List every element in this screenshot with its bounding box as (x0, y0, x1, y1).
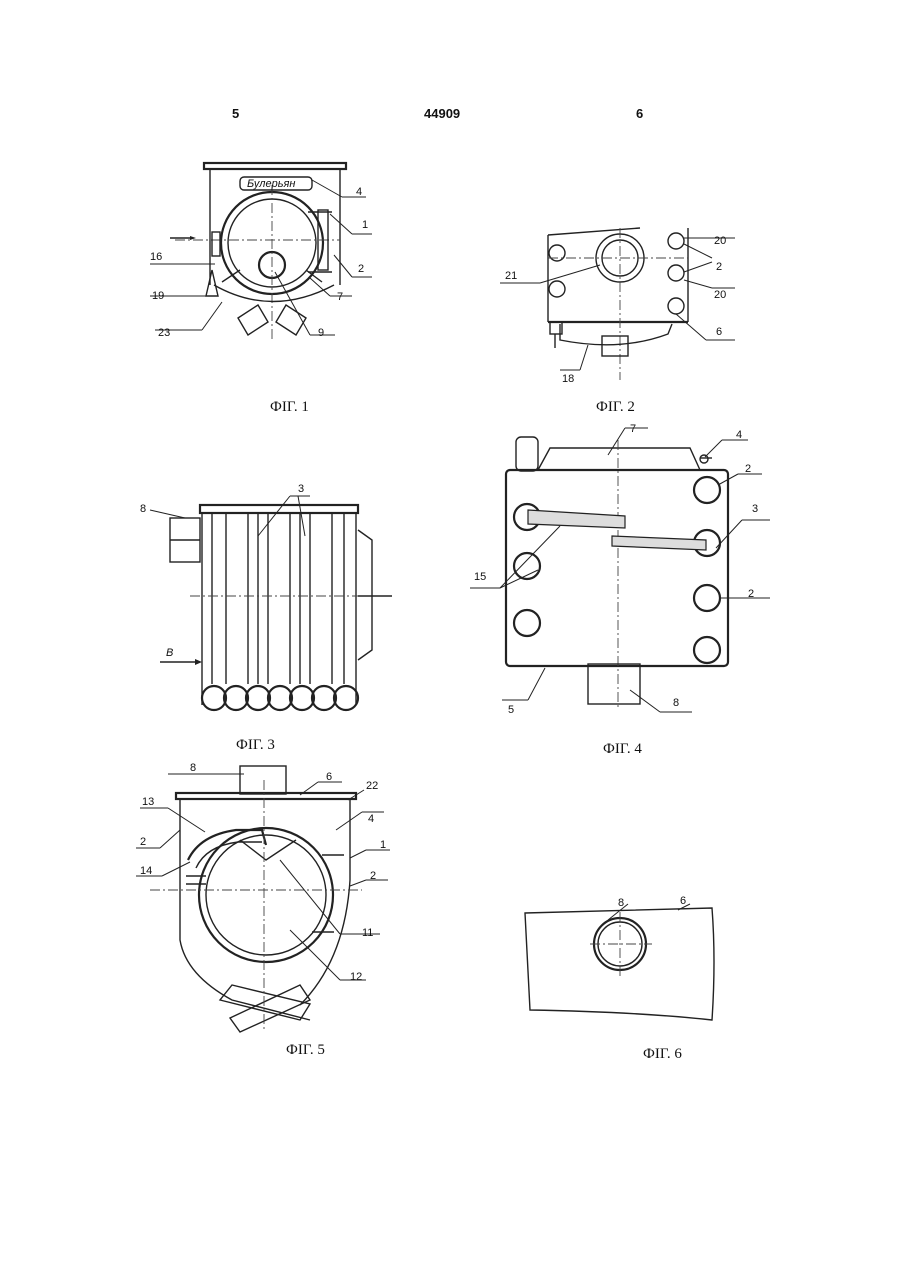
figure-1-caption: ФІГ. 1 (270, 399, 309, 416)
fig1-label: 1 (362, 219, 368, 231)
view-label-b: В (166, 647, 173, 659)
figure-4-drawing: 7 4 2 3 15 2 5 8 (470, 423, 770, 716)
fig5-label: 12 (350, 971, 362, 983)
fig4-label: 8 (673, 697, 679, 709)
fig5-label: 14 (140, 865, 152, 877)
fig1-label: 2 (358, 263, 364, 275)
fig5-label: 8 (190, 762, 196, 774)
fig1-label: 23 (158, 327, 170, 339)
fig6-label: 8 (618, 897, 624, 909)
figure-3-drawing: В 8 3 (140, 483, 392, 710)
fig3-label: 8 (140, 503, 146, 515)
fig5-label: 2 (370, 870, 376, 882)
figure-2-drawing: 20 2 21 20 6 18 (500, 228, 735, 385)
fig2-label: 21 (505, 270, 517, 282)
fig1-label: 7 (337, 291, 343, 303)
fig5-label: 1 (380, 839, 386, 851)
fig4-label: 5 (508, 704, 514, 716)
fig4-label: 4 (736, 429, 742, 441)
figure-6-caption: ФІГ. 6 (643, 1046, 682, 1063)
fig4-label: 2 (745, 463, 751, 475)
figure-3-caption: ФІГ. 3 (236, 737, 275, 754)
fig4-label: 7 (630, 423, 636, 435)
logo-text: Булерьян (247, 178, 295, 190)
figure-4-caption: ФІГ. 4 (603, 741, 642, 758)
fig1-label: 4 (356, 186, 362, 198)
figure-1-drawing: Булерьян 4 1 16 2 19 7 23 9 (150, 163, 372, 340)
fig5-label: 22 (366, 780, 378, 792)
fig1-label: 16 (150, 251, 162, 263)
fig3-label: 3 (298, 483, 304, 495)
fig2-label: 2 (716, 261, 722, 273)
figure-2-caption: ФІГ. 2 (596, 399, 635, 416)
fig2-label: 6 (716, 326, 722, 338)
fig1-label: 9 (318, 327, 324, 339)
fig5-label: 11 (362, 927, 373, 939)
fig5-label: 13 (142, 796, 154, 808)
fig4-label: 2 (748, 588, 754, 600)
fig5-label: 2 (140, 836, 146, 848)
fig5-label: 6 (326, 771, 332, 783)
fig5-label: 4 (368, 813, 374, 825)
fig2-label: 20 (714, 235, 726, 247)
fig1-label: 19 (152, 290, 164, 302)
figure-5-drawing: 8 6 22 13 4 2 1 14 2 11 12 (136, 762, 390, 1032)
fig2-label: 20 (714, 289, 726, 301)
fig4-label: 15 (474, 571, 486, 583)
fig4-label: 3 (752, 503, 758, 515)
fig2-label: 18 (562, 373, 574, 385)
fig6-label: 6 (680, 895, 686, 907)
figure-5-caption: ФІГ. 5 (286, 1042, 325, 1059)
figure-6-drawing: 8 6 (525, 895, 714, 1020)
